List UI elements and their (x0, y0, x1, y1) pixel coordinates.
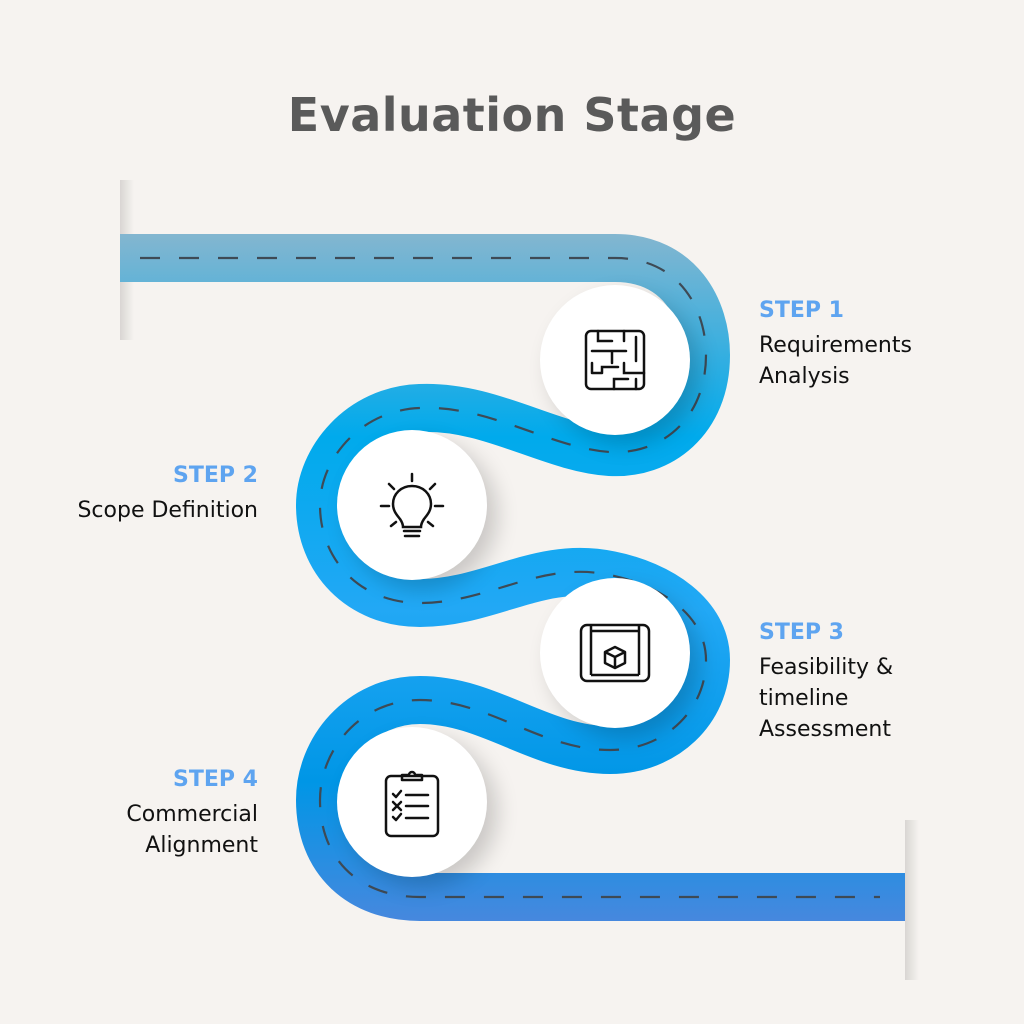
step-1-circle (540, 285, 690, 435)
lightbulb-icon (379, 472, 445, 538)
step-4-circle (337, 727, 487, 877)
step-4-title-line: Alignment (145, 833, 258, 858)
step-2-label: STEP 2 (173, 463, 258, 488)
road-end-shadow (905, 820, 919, 980)
step-4-label: STEP 4 (173, 767, 258, 792)
step-2-circle (337, 430, 487, 580)
clipboard-checklist-icon (384, 770, 440, 838)
step-2-text: STEP 2 Scope Definition (77, 460, 258, 526)
step-2-title-line: Scope Definition (77, 498, 258, 523)
step-3-title-line: Assessment (759, 717, 891, 742)
maze-icon (584, 329, 646, 391)
step-4-title-line: Commercial (126, 802, 258, 827)
step-1-text: STEP 1 Requirements Analysis (759, 295, 912, 392)
step-1-title-line: Requirements (759, 333, 912, 358)
step-1-label: STEP 1 (759, 298, 844, 323)
page-title: Evaluation Stage (287, 88, 737, 142)
step-3-title-line: Feasibility & (759, 655, 894, 680)
step-3-title-line: timeline (759, 686, 849, 711)
step-1-title-line: Analysis (759, 364, 850, 389)
blueprint-cube-icon (579, 623, 651, 683)
step-3-circle (540, 578, 690, 728)
step-3-label: STEP 3 (759, 620, 844, 645)
step-4-text: STEP 4 Commercial Alignment (126, 764, 258, 861)
road-center-dashes (140, 256, 880, 899)
step-3-text: STEP 3 Feasibility & timeline Assessment (759, 617, 893, 745)
